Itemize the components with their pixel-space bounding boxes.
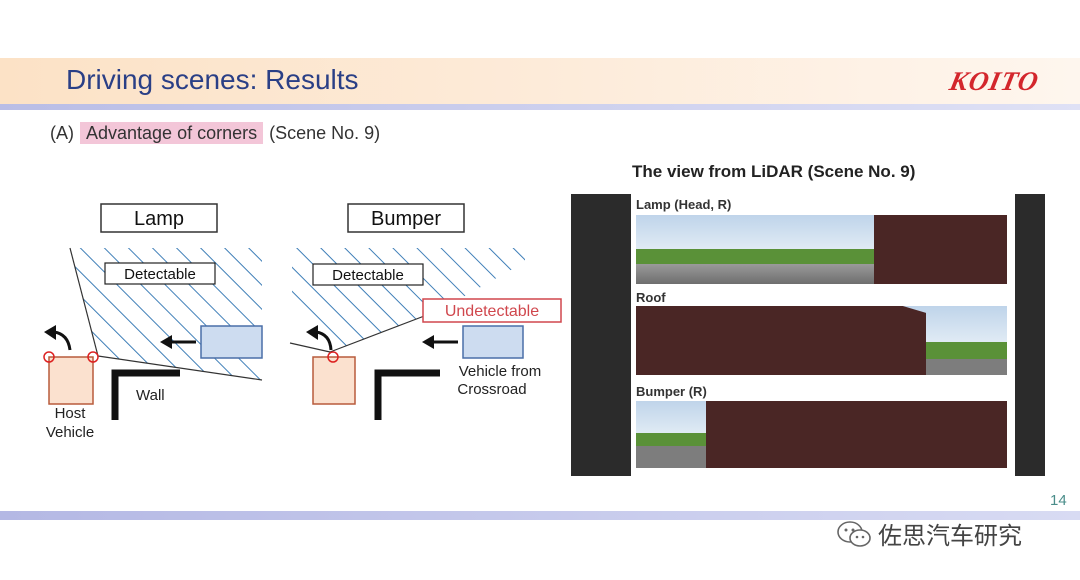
bumper-detectable-label: Detectable — [332, 267, 404, 284]
wechat-icon — [837, 520, 871, 547]
footer-line — [0, 511, 1080, 520]
watermark: 佐思汽车研究 — [836, 516, 1022, 551]
wall-obstruction — [636, 306, 926, 375]
lidar-heading: The view from LiDAR (Scene No. 9) — [632, 162, 916, 181]
undetectable-label-box — [422, 298, 562, 323]
lamp-turn-arrow-icon — [44, 325, 56, 340]
view-lamp — [636, 215, 1007, 284]
subtitle-suffix: (Scene No. 9) — [269, 123, 381, 143]
bumper-sensor — [327, 351, 339, 363]
lamp-detectable-label-box — [104, 262, 216, 285]
wall-obstruction — [706, 401, 1007, 468]
view-label-roof: Roof — [636, 290, 666, 305]
lamp-host-vehicle — [48, 356, 94, 405]
lamp-arrow-icon — [160, 335, 172, 349]
corner-diagram: Lamp Detectable Wall Host Vehicle Bumper… — [43, 203, 562, 441]
bumper-host-vehicle — [312, 356, 356, 405]
undetectable-label: Undetectable — [445, 303, 539, 320]
host-vehicle-label-2: Vehicle — [46, 424, 94, 441]
view-bumper — [636, 401, 1007, 468]
lamp-wall — [111, 369, 180, 420]
title-underline — [0, 104, 1080, 110]
lamp-sensor-right — [87, 351, 99, 363]
bumper-turn-arrow-line — [315, 330, 333, 351]
watermark-text: 佐思汽车研究 — [878, 523, 1022, 550]
bumper-title: Bumper — [371, 208, 441, 230]
lamp-other-vehicle — [200, 325, 263, 359]
bumper-turn-arrow-icon — [306, 325, 318, 340]
bumper-arrow-icon — [422, 335, 434, 349]
crossroad-vehicle-label-1: Vehicle from — [459, 363, 542, 380]
bumper-fov-line-right — [329, 309, 441, 353]
wall-obstruction — [874, 215, 1007, 284]
slide-title: Driving scenes: Results — [66, 64, 359, 95]
lamp-title-box — [100, 203, 218, 233]
host-vehicle-label-1: Host — [55, 405, 87, 422]
title-band — [0, 58, 1080, 104]
lamp-sensor-left — [43, 351, 55, 363]
subtitle-prefix: (A) — [50, 123, 74, 143]
subtitle: (A) Advantage of corners(Scene No. 9) — [50, 122, 381, 144]
bumper-detectable-label-box — [312, 263, 424, 286]
koito-logo: KOITO — [946, 66, 1042, 96]
page-number: 14 — [1050, 492, 1067, 509]
view-label-bumper: Bumper (R) — [636, 384, 707, 399]
subtitle-highlight: Advantage of corners — [80, 122, 264, 144]
lamp-turn-arrow-line — [53, 330, 72, 351]
bumper-other-vehicle — [462, 325, 524, 359]
lamp-fov-line-right — [97, 355, 263, 381]
view-label-lamp: Lamp (Head, R) — [636, 197, 732, 212]
view-roof — [636, 306, 1007, 375]
bumper-wall — [374, 369, 440, 420]
lamp-wall-label: Wall — [136, 387, 165, 404]
lamp-detectable-label: Detectable — [124, 266, 196, 283]
crossroad-vehicle-label-2: Crossroad — [457, 381, 526, 398]
bumper-title-box — [347, 203, 465, 233]
lamp-fov-line-left — [69, 247, 99, 357]
lamp-title: Lamp — [134, 208, 184, 230]
bumper-fov-line-left — [289, 342, 331, 353]
